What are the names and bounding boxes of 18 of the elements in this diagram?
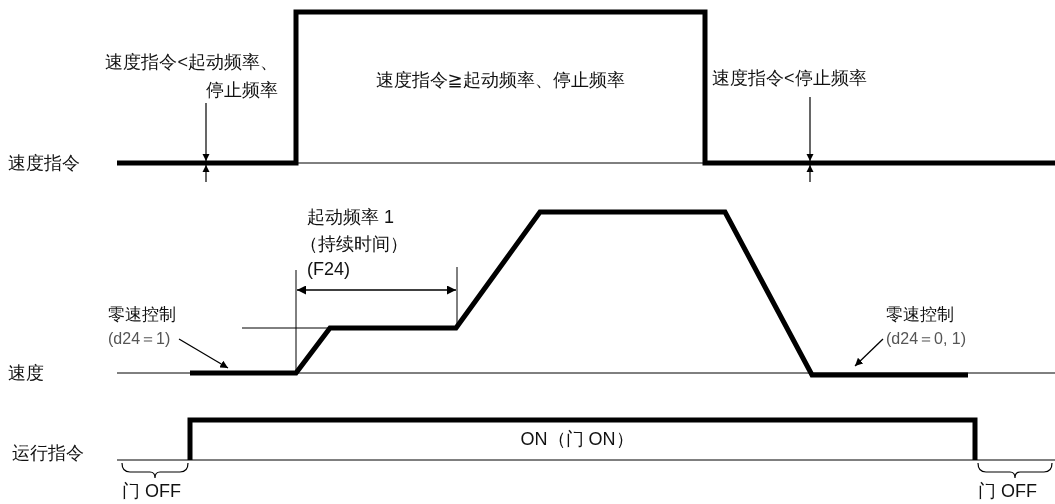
state-label: ON（门 ON） — [520, 428, 634, 450]
signal-name: 速度 — [8, 362, 44, 384]
annotation-label: 零速控制 — [108, 304, 176, 326]
leader-line — [178, 338, 229, 369]
condition-label: 速度指令≧起动频率、停止频率 — [375, 69, 625, 91]
condition-label: 速度指令<起动频率、停止频率 — [104, 51, 278, 102]
duration-label: （持续时间） — [300, 233, 408, 255]
signal-name: 运行指令 — [12, 442, 84, 464]
condition-label: 速度指令<停止频率 — [712, 67, 867, 89]
duration-label: 起动频率 1 — [307, 206, 394, 228]
parameter-label: (F24) — [307, 258, 350, 280]
state-label: 门 OFF — [978, 480, 1037, 502]
parameter-label: (d24＝1) — [108, 329, 172, 349]
state-label: 门 OFF — [122, 480, 181, 502]
signal-name: 速度指令 — [8, 152, 80, 174]
leader-line — [854, 338, 884, 367]
annotation-label: 零速控制 — [886, 304, 955, 326]
parameter-label: (d24＝0, 1) — [886, 329, 967, 349]
